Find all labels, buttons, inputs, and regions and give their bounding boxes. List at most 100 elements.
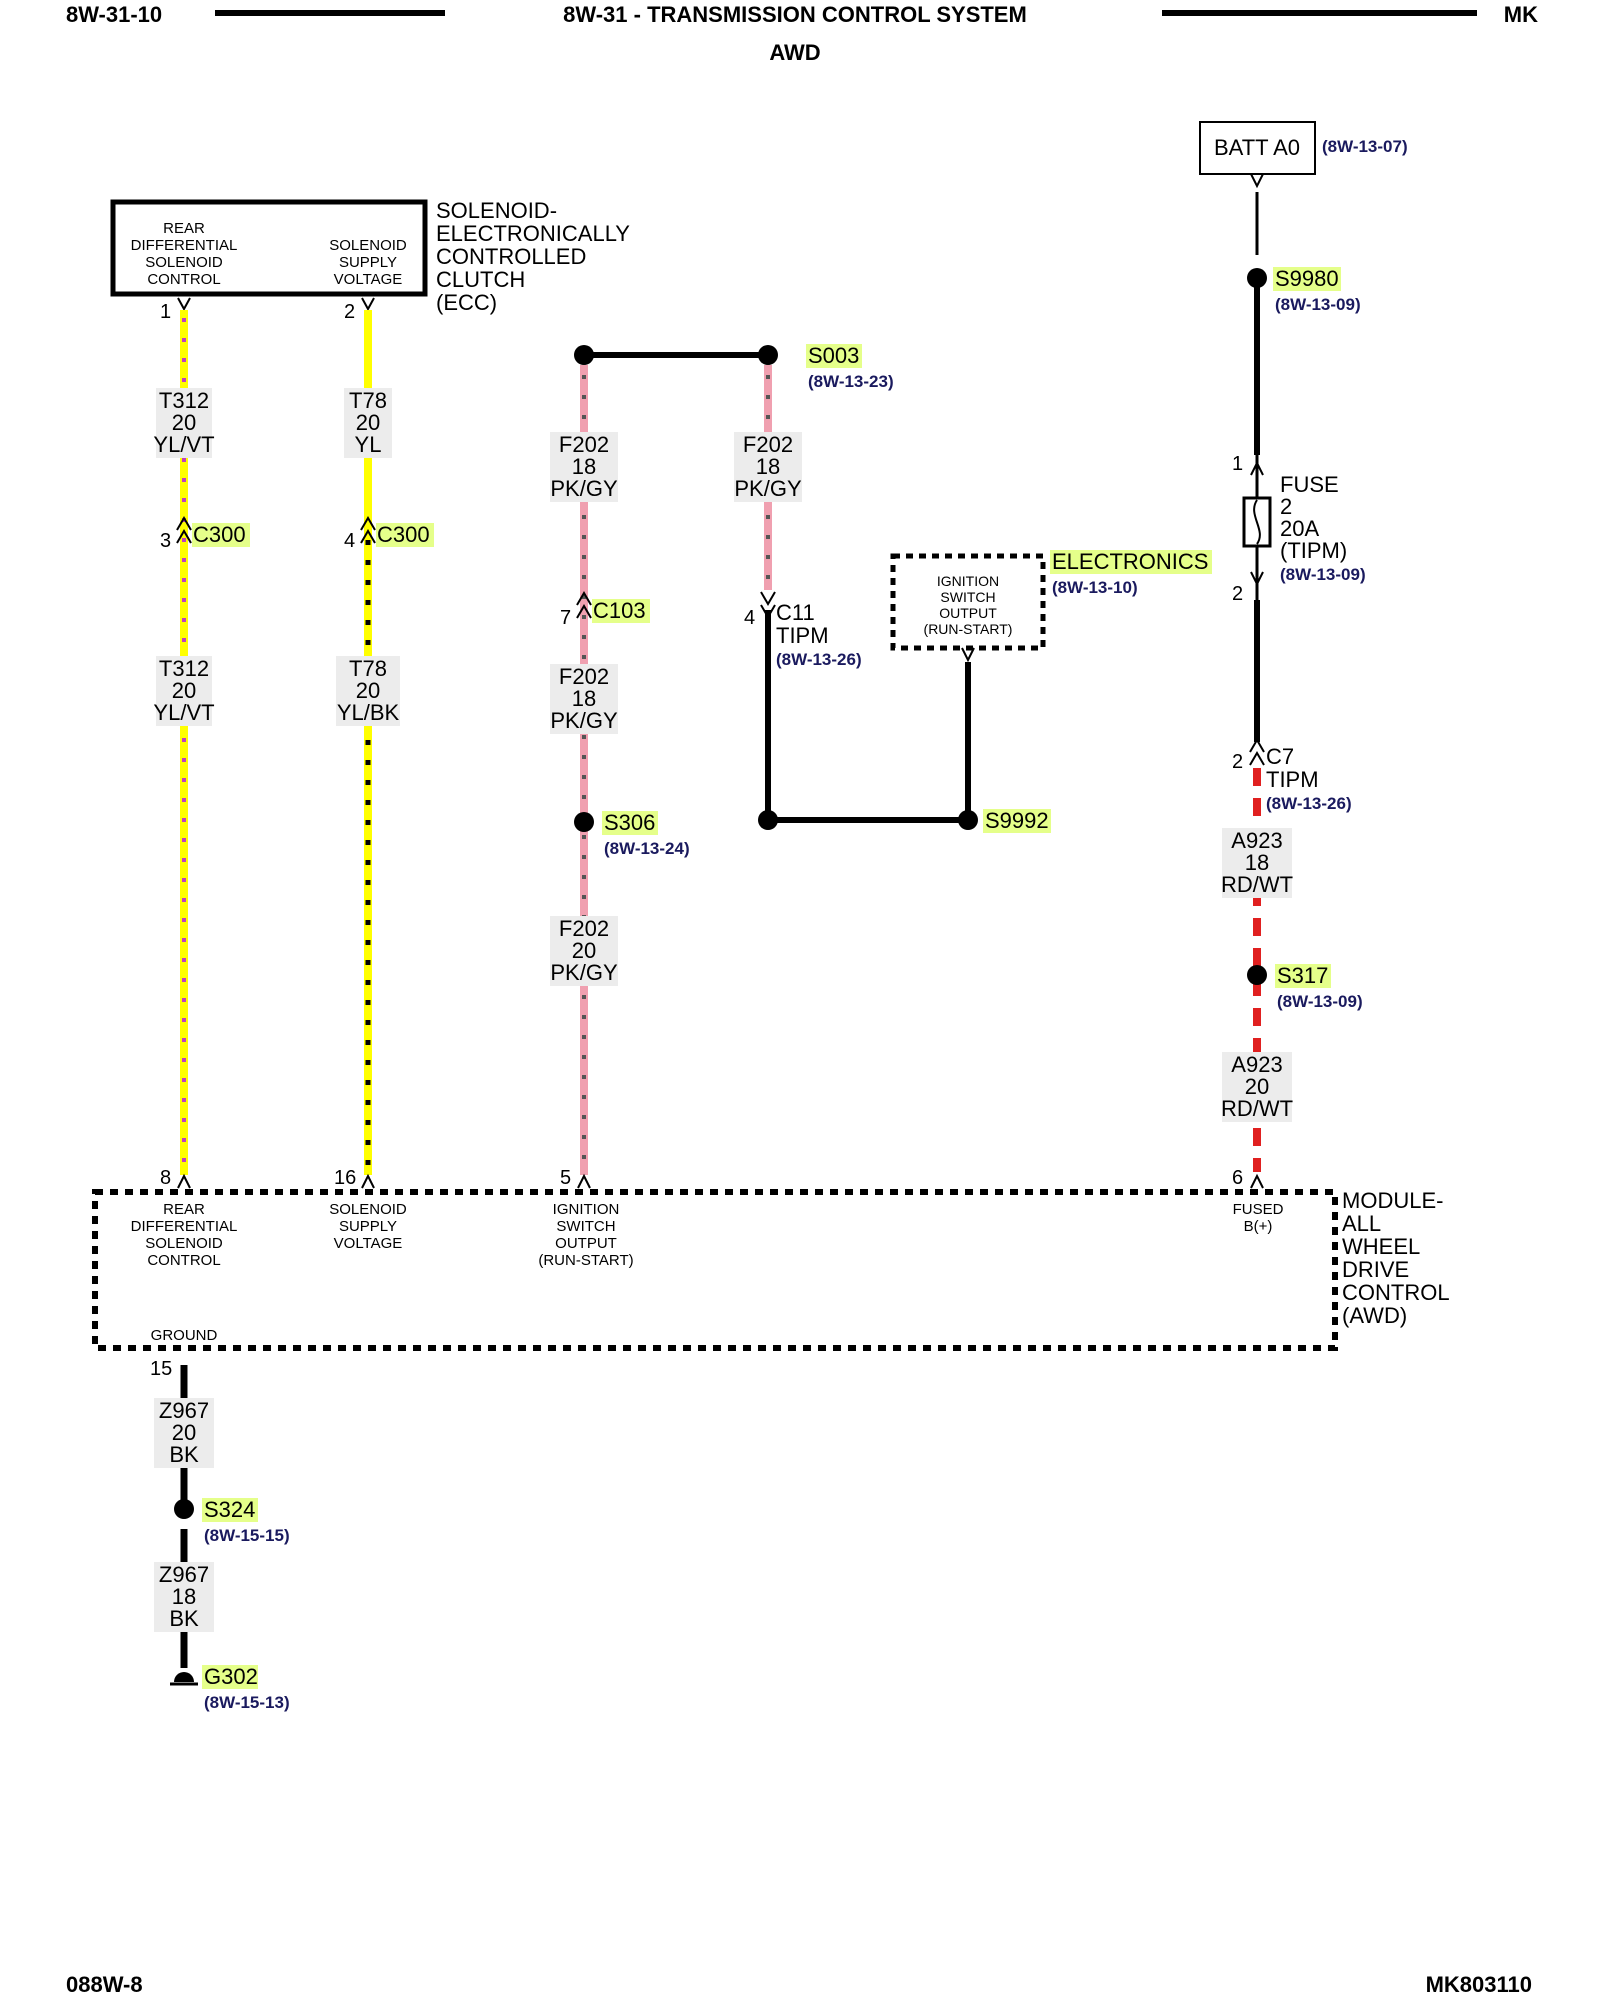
splice-s003-ref: (8W-13-23) [808, 372, 894, 391]
svg-text:IGNITION: IGNITION [553, 1201, 620, 1218]
svg-text:PK/GY: PK/GY [550, 960, 618, 985]
svg-text:(RUN-START): (RUN-START) [924, 621, 1013, 637]
svg-text:CONTROL: CONTROL [147, 271, 220, 288]
svg-text:18: 18 [756, 454, 780, 479]
ecc-component-name: SOLENOID- ELECTRONICALLY CONTROLLED CLUT… [436, 198, 630, 315]
page-code: 8W-31-10 [66, 2, 162, 27]
splice-s9980-ref: (8W-13-09) [1275, 295, 1361, 314]
svg-text:A923: A923 [1231, 828, 1282, 853]
svg-text:CLUTCH: CLUTCH [436, 267, 525, 292]
svg-text:FUSED: FUSED [1233, 1201, 1284, 1218]
svg-text:IGNITION: IGNITION [937, 573, 999, 589]
splice-s317: S317 [1277, 963, 1328, 988]
vehicle-code: MK [1504, 2, 1538, 27]
svg-text:4: 4 [344, 530, 355, 552]
svg-text:PK/GY: PK/GY [550, 708, 618, 733]
batt-terminal [1250, 173, 1264, 189]
awd-pin5-desc: IGNITION SWITCH OUTPUT (RUN-START) [538, 1201, 633, 1269]
awd-module-terminals [177, 1173, 1264, 1189]
splice-dot-s003-left [574, 345, 594, 365]
wire-label-f202-left-upper: F202 18 PK/GY [550, 432, 618, 502]
svg-text:18: 18 [172, 1584, 196, 1609]
svg-text:RD/WT: RD/WT [1221, 872, 1293, 897]
ecc-pin1-desc: REAR DIFFERENTIAL SOLENOID CONTROL [131, 220, 238, 288]
svg-text:VOLTAGE: VOLTAGE [334, 1235, 403, 1252]
svg-text:C103: C103 [593, 598, 646, 623]
svg-text:ELECTRONICALLY: ELECTRONICALLY [436, 221, 630, 246]
svg-text:F202: F202 [743, 432, 793, 457]
splice-s317-ref: (8W-13-09) [1277, 992, 1363, 1011]
svg-text:VOLTAGE: VOLTAGE [334, 271, 403, 288]
awd-pin6-desc: FUSED B(+) [1233, 1201, 1284, 1235]
svg-text:7: 7 [560, 607, 571, 629]
fuse-pin-in: 1 [1232, 453, 1243, 475]
awd-ground-desc: GROUND [151, 1327, 218, 1344]
svg-text:YL/VT: YL/VT [153, 432, 214, 457]
svg-text:TIPM: TIPM [776, 623, 829, 648]
fuse-pin-out: 2 [1232, 583, 1243, 605]
electronics-ref: (8W-13-10) [1052, 578, 1138, 597]
svg-text:20: 20 [172, 1420, 196, 1445]
svg-text:SOLENOID: SOLENOID [145, 254, 223, 271]
svg-text:2: 2 [1280, 494, 1292, 519]
wire-label-a923-lower: A923 20 RD/WT [1221, 1052, 1293, 1122]
svg-text:C300: C300 [193, 522, 246, 547]
svg-text:RD/WT: RD/WT [1221, 1096, 1293, 1121]
splice-s306-ref: (8W-13-24) [604, 839, 690, 858]
svg-text:ALL: ALL [1342, 1211, 1381, 1236]
svg-text:F202: F202 [559, 664, 609, 689]
wire-ignition-black [765, 610, 971, 823]
awd-module-name: MODULE- ALL WHEEL DRIVE CONTROL (AWD) [1342, 1188, 1450, 1328]
splice-dot-s9992-left [758, 810, 778, 830]
svg-text:T78: T78 [349, 656, 387, 681]
awd-pin-15: 15 [150, 1358, 172, 1380]
wire-label-t78-upper: T78 20 YL [344, 388, 392, 458]
svg-text:SUPPLY: SUPPLY [339, 1218, 397, 1235]
svg-text:YL/BK: YL/BK [337, 700, 400, 725]
svg-text:(ECC): (ECC) [436, 290, 497, 315]
splice-dot-s317 [1247, 965, 1267, 985]
svg-text:CONTROL: CONTROL [1342, 1280, 1450, 1305]
svg-text:PK/GY: PK/GY [734, 476, 802, 501]
batt-ref: (8W-13-07) [1322, 137, 1408, 156]
svg-text:DIFFERENTIAL: DIFFERENTIAL [131, 1218, 238, 1235]
svg-text:(8W-13-26): (8W-13-26) [776, 650, 862, 669]
svg-text:BK: BK [169, 1442, 199, 1467]
svg-text:WHEEL: WHEEL [1342, 1234, 1420, 1259]
electronics-terminal [961, 647, 975, 663]
svg-text:OUTPUT: OUTPUT [939, 605, 997, 621]
svg-text:MODULE-: MODULE- [1342, 1188, 1443, 1213]
wire-label-f202-left-mid: F202 18 PK/GY [550, 664, 618, 734]
page-subtitle: AWD [769, 40, 820, 65]
fuse-ref: (8W-13-09) [1280, 565, 1366, 584]
connector-c11: 4 C11 TIPM (8W-13-26) [744, 591, 862, 669]
svg-text:20: 20 [356, 410, 380, 435]
svg-text:SWITCH: SWITCH [556, 1218, 615, 1235]
ecc-pin2-number: 2 [344, 301, 355, 323]
svg-text:20: 20 [172, 410, 196, 435]
fuse-icon [1242, 455, 1272, 600]
wire-label-z967-upper: Z967 20 BK [154, 1398, 214, 1468]
svg-text:18: 18 [1245, 850, 1269, 875]
svg-text:SUPPLY: SUPPLY [339, 254, 397, 271]
ecc-pin1-terminal [177, 297, 191, 312]
wire-label-f202-right: F202 18 PK/GY [734, 432, 802, 502]
svg-text:YL: YL [355, 432, 382, 457]
svg-text:SOLENOID: SOLENOID [145, 1235, 223, 1252]
svg-text:DIFFERENTIAL: DIFFERENTIAL [131, 237, 238, 254]
ecc-component-box [110, 199, 428, 297]
svg-text:REAR: REAR [163, 220, 205, 237]
svg-text:SOLENOID: SOLENOID [329, 237, 407, 254]
svg-text:BK: BK [169, 1606, 199, 1631]
ecc-pin2-terminal [361, 297, 375, 312]
splice-dot-s003-right [758, 345, 778, 365]
ground-g302-ref: (8W-15-13) [204, 1693, 290, 1712]
awd-module-box [92, 1189, 1338, 1351]
splice-s324: S324 [204, 1497, 255, 1522]
awd-pin-8: 8 [160, 1167, 171, 1189]
svg-text:3: 3 [160, 530, 171, 552]
svg-text:18: 18 [572, 454, 596, 479]
svg-text:Z967: Z967 [159, 1562, 209, 1587]
batt-label: BATT A0 [1214, 135, 1300, 160]
